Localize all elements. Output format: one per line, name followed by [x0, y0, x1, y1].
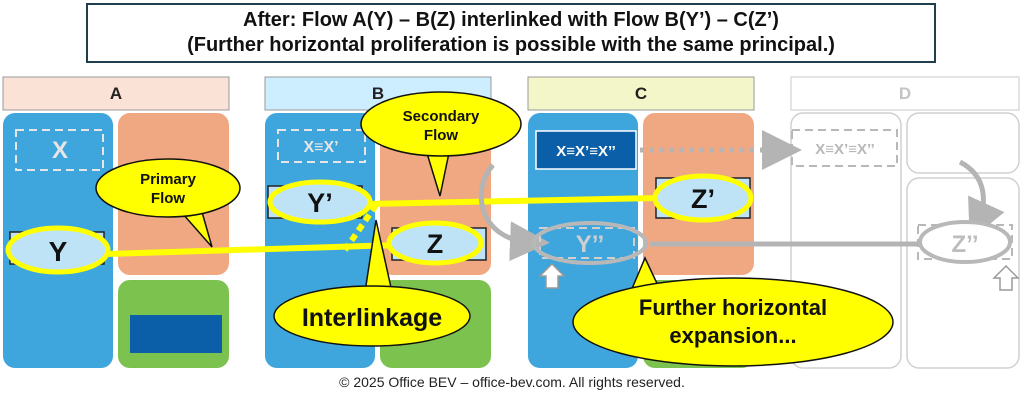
further-expansion-callout: Further horizontal expansion... [572, 256, 894, 367]
secondary-flow-line [317, 194, 706, 208]
c-z-ellipse [652, 173, 754, 223]
secondary-flow-callout: Secondary Flow [360, 91, 522, 197]
d-x-label: X≡X’≡X’’ [815, 141, 874, 158]
primary-flow-callout: Primary Flow [95, 158, 241, 248]
b-z-ellipse [386, 220, 484, 266]
b-y-ellipse [267, 179, 373, 225]
title-line-1: After: Flow A(Y) – B(Z) interlinked with… [243, 9, 779, 31]
column-header-c: C [527, 76, 755, 111]
primary-flow-line2: Flow [151, 190, 185, 207]
a-y-label: Y [49, 236, 68, 267]
further-expansion-line2: expansion... [669, 323, 796, 348]
d-curve-arrow [958, 159, 1005, 241]
d-z-ellipse [918, 220, 1012, 264]
c-x-label: X≡X’≡X’’ [556, 143, 615, 160]
primary-flow-line1: Primary [140, 171, 197, 188]
c-curve-arrow [478, 163, 550, 262]
c-x-box [535, 130, 637, 170]
secondary-flow-line1: Secondary [403, 108, 480, 125]
column-header-b-label: B [372, 84, 384, 103]
interlinkage-label: Interlinkage [302, 304, 442, 332]
c-y-label: Y’’ [576, 231, 604, 258]
d-z-label: Z’’ [951, 231, 978, 258]
c-z-label: Z’ [691, 184, 715, 214]
interlinkage-dashed-line [342, 203, 379, 252]
column-header-a-label: A [110, 84, 122, 103]
d-top-right-panel [906, 112, 1020, 174]
title-line-2: (Further horizontal proliferation is pos… [187, 34, 835, 56]
column-header-c-label: C [635, 84, 647, 103]
c-y-box [539, 227, 635, 259]
c-y-ellipse [532, 221, 648, 265]
title-box: After: Flow A(Y) – B(Z) interlinked with… [86, 3, 936, 63]
a-dark-block [130, 315, 222, 353]
interlinkage-callout: Interlinkage [273, 219, 471, 347]
b-z-label: Z [427, 229, 444, 259]
column-header-a: A [2, 76, 230, 111]
further-expansion-line1: Further horizontal [639, 295, 827, 320]
copyright-footer: © 2025 Office BEV – office-bev.com. All … [339, 374, 685, 390]
b-x-label: X≡X’ [303, 139, 338, 156]
a-y-ellipse [5, 225, 111, 275]
column-header-d-label: D [899, 84, 911, 103]
up-arrow-icon [992, 264, 1020, 291]
a-x-box [15, 129, 104, 171]
a-x-label: X [52, 137, 68, 164]
column-header-d: D [790, 76, 1020, 111]
up-arrow-icon [538, 262, 566, 289]
b-x-box [277, 129, 366, 163]
secondary-flow-line2: Flow [424, 127, 458, 144]
b-y-label: Y’ [307, 188, 333, 218]
